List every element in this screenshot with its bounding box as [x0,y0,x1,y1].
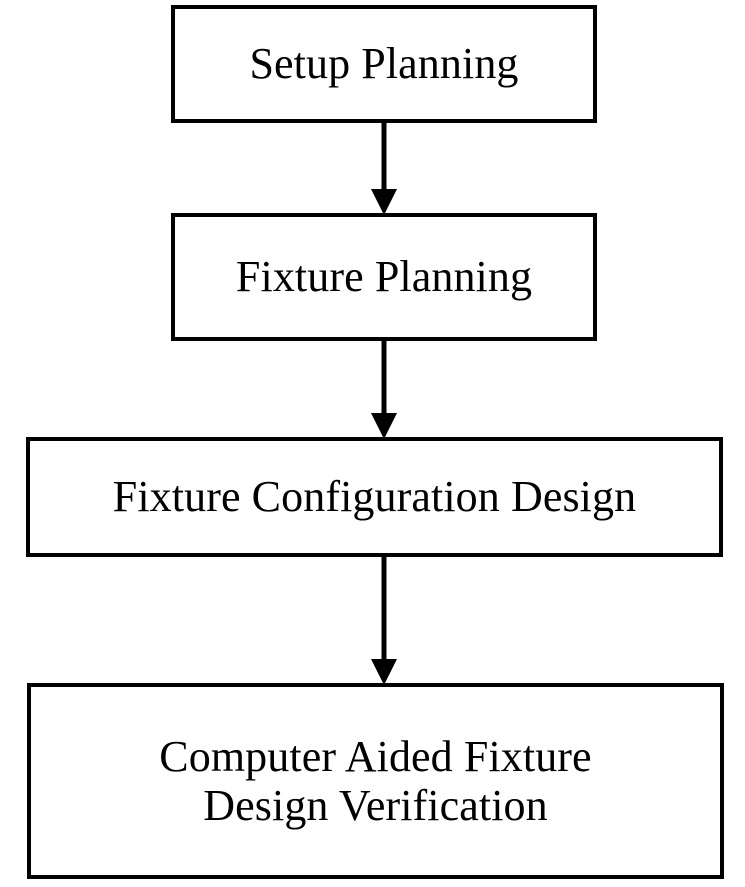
flowchart-node-computer-aided-fixture-design-verification[interactable]: Computer Aided Fixture Design Verificati… [27,683,724,879]
flowchart-arrow-configuration-design-to-verification [369,554,399,685]
flowchart-node-fixture-configuration-design[interactable]: Fixture Configuration Design [26,437,723,557]
node-label-cafd-verification: Computer Aided Fixture Design Verificati… [159,731,592,830]
node-label-setup-planning: Setup Planning [249,39,519,89]
node-label-fixture-planning: Fixture Planning [235,252,533,302]
flowchart-arrow-setup-to-fixture-planning [369,121,399,215]
arrow-down-icon [371,338,397,439]
flowchart-node-setup-planning[interactable]: Setup Planning [171,5,597,123]
node-label-fixture-configuration-design: Fixture Configuration Design [112,472,637,522]
flowchart-arrow-fixture-planning-to-configuration-design [369,338,399,439]
arrow-down-icon [371,121,397,215]
arrow-down-icon [371,554,397,685]
flowchart-node-fixture-planning[interactable]: Fixture Planning [171,213,597,341]
